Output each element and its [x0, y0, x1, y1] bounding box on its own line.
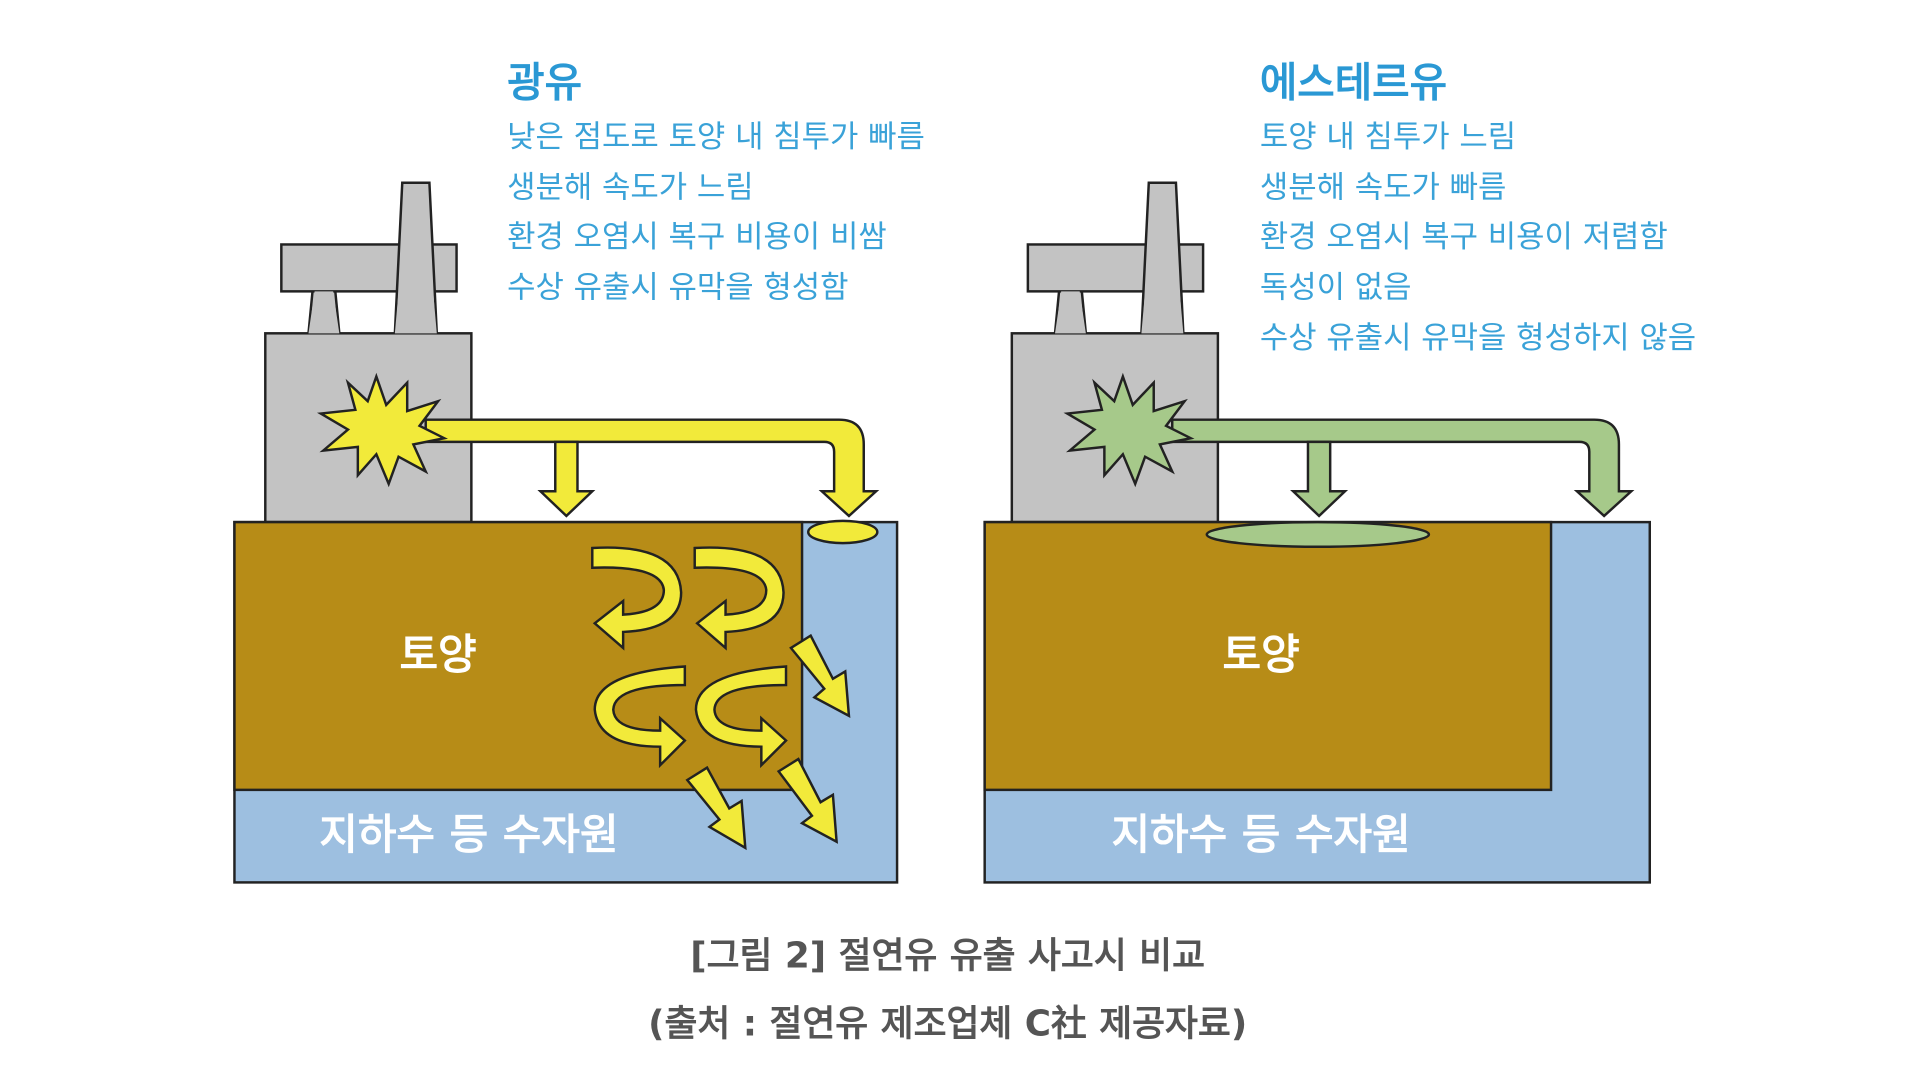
- soil-penetration-arrows: [591, 546, 851, 851]
- oil-puddle: [806, 519, 879, 545]
- ester-oil-title: 에스테르유: [1260, 58, 1447, 106]
- oil-puddle: [1205, 520, 1431, 549]
- mineral-oil-title: 광유: [507, 58, 582, 106]
- mineral-oil-property: 낮은 점도로 토양 내 침투가 빠름: [507, 119, 925, 155]
- ester-oil-property: 독성이 없음: [1260, 270, 1412, 306]
- ester-oil-property: 수상 유출시 유막을 형성하지 않음: [1260, 320, 1696, 356]
- mineral-oil-property: 생분해 속도가 느림: [507, 170, 754, 206]
- ester-oil-property: 토양 내 침투가 느림: [1260, 119, 1516, 155]
- mineral-oil-panel: 광유 낮은 점도로 토양 내 침투가 빠름 생분해 속도가 느림 환경 오염시 …: [233, 58, 925, 884]
- spill-flow-arrow: [1171, 418, 1635, 518]
- spill-flow-arrow: [424, 418, 880, 518]
- leak-explosion-icon: [316, 372, 448, 488]
- ester-oil-property: 생분해 속도가 빠름: [1260, 170, 1507, 206]
- figure-caption: [그림 2] 절연유 유출 사고시 비교: [690, 936, 1205, 977]
- soil-label: 토양: [399, 630, 476, 679]
- figure-source: (출처 : 절연유 제조업체 C社 제공자료): [648, 1003, 1247, 1044]
- transformer-factory-icon: [264, 181, 473, 524]
- mineral-oil-property: 환경 오염시 복구 비용이 비쌈: [507, 219, 887, 255]
- ester-oil-property: 환경 오염시 복구 비용이 저렴함: [1260, 219, 1668, 255]
- groundwater-label: 지하수 등 수자원: [319, 810, 618, 859]
- mineral-oil-property: 수상 유출시 유막을 형성함: [507, 270, 848, 306]
- spill-down-arrow: [1290, 440, 1349, 518]
- groundwater-label: 지하수 등 수자원: [1111, 810, 1410, 859]
- spill-down-arrow: [537, 440, 596, 518]
- soil-area: [983, 520, 1553, 792]
- soil-label: 토양: [1222, 630, 1299, 679]
- leak-explosion-icon: [1063, 372, 1195, 488]
- transformer-factory-icon: [1010, 181, 1220, 524]
- ester-oil-panel: 에스테르유 토양 내 침투가 느림 생분해 속도가 빠름 환경 오염시 복구 비…: [983, 58, 1696, 884]
